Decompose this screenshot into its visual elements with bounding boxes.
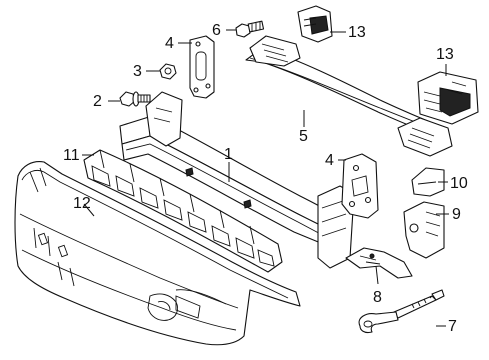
energy-absorber-icon	[83, 149, 283, 273]
crossmember-end-bracket-icon	[417, 71, 479, 125]
callout-6: 6	[212, 22, 221, 39]
leader-lines	[82, 29, 449, 299]
callout-4-upper: 4	[165, 35, 174, 52]
callout-2: 2	[93, 93, 102, 110]
callout-11: 11	[63, 147, 80, 164]
flange-bolt-icon	[119, 91, 151, 107]
mounting-bracket-plate-icon	[341, 153, 379, 219]
hex-nut-icon	[159, 63, 177, 80]
side-mount-bracket-icon	[403, 201, 445, 259]
hex-bolt-icon	[235, 20, 265, 38]
callout-13-right: 13	[436, 46, 454, 63]
callout-12: 12	[73, 195, 91, 212]
upper-crossmember-icon	[245, 35, 453, 157]
callout-8: 8	[373, 289, 382, 306]
callout-10: 10	[450, 175, 468, 192]
small-bracket-icon	[411, 167, 445, 197]
callout-3: 3	[133, 63, 142, 80]
callout-13-upper: 13	[348, 24, 366, 41]
callout-1: 1	[224, 146, 233, 163]
callout-7: 7	[448, 318, 457, 335]
callout-9: 9	[452, 206, 461, 223]
tow-eye-hook-icon	[358, 289, 445, 334]
callout-5: 5	[299, 128, 308, 145]
callout-4-lower: 4	[325, 152, 334, 169]
crossmember-end-bracket-icon	[297, 5, 333, 43]
support-bracket-icon	[345, 247, 413, 279]
callout-labels: 1 2 3 4 4 5 6 7 8 9 10 11 12 13 13	[63, 22, 468, 335]
mounting-bracket-plate-icon	[189, 35, 215, 99]
